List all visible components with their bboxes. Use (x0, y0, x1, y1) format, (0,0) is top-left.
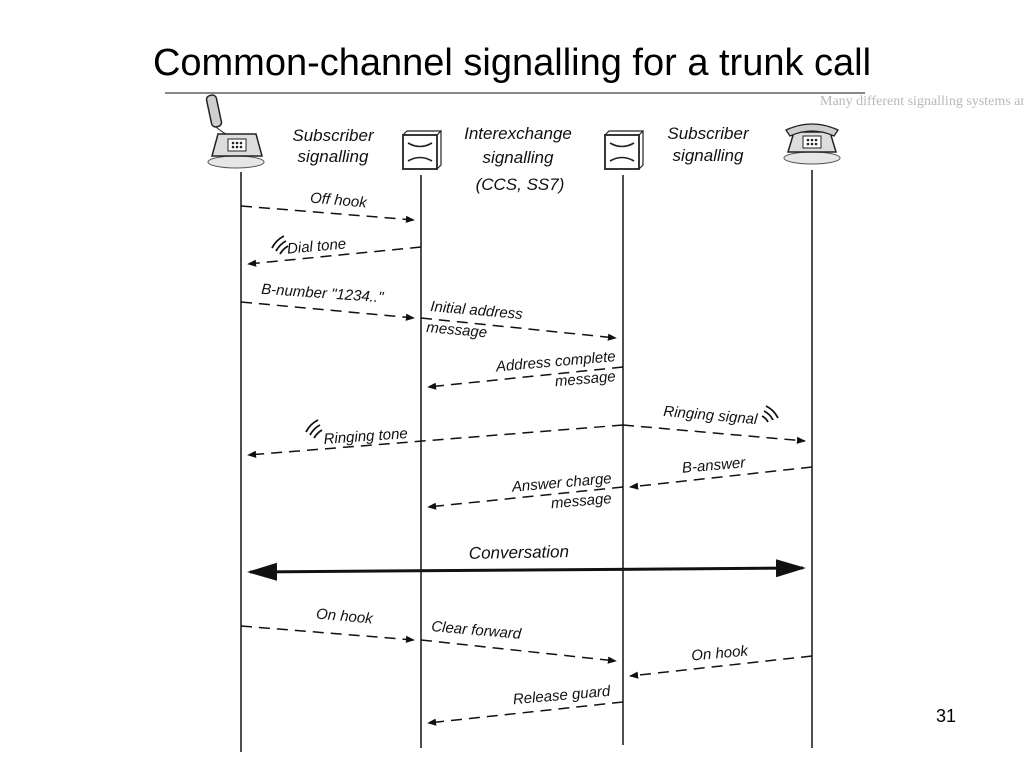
label-b-answer: B-answer (681, 454, 747, 477)
header-interexchange-line3: (CCS, SS7) (476, 175, 565, 194)
arrow-on-hook-a (240, 625, 415, 643)
label-dial-tone: Dial tone (286, 235, 346, 257)
exchange-switch-icon-a (402, 129, 442, 170)
telephone-icon (783, 123, 841, 165)
header-subscriber-a-line2: signalling (298, 147, 369, 166)
label-conversation: Conversation (469, 542, 569, 563)
label-initial-address-1: Initial address (430, 298, 524, 323)
label-on-hook-b: On hook (691, 642, 750, 664)
label-off-hook: Off hook (309, 190, 368, 212)
label-ringing-tone: Ringing tone (323, 425, 408, 448)
label-ringing-signal: Ringing signal (663, 403, 759, 428)
exchange-switch-icon-b (604, 129, 644, 170)
arrow-clear-forward (420, 639, 617, 664)
background-text: Many different signalling systems are us… (820, 94, 1024, 109)
arrow-dial-tone (247, 246, 422, 267)
label-address-complete-2: message (554, 368, 616, 390)
arrow-off-hook (240, 205, 415, 223)
arrow-b-number (240, 301, 415, 321)
arrow-answer-charge (427, 486, 624, 510)
sound-waves-icon-ringing-tone (305, 419, 323, 439)
header-subscriber-b-line1: Subscriber (667, 124, 750, 143)
label-on-hook-a: On hook (315, 606, 374, 628)
label-initial-address-2: message (426, 319, 488, 341)
arrow-ringing-tone (247, 424, 624, 458)
arrow-b-answer (629, 466, 813, 490)
header-subscriber-a-line1: Subscriber (292, 126, 375, 145)
header-subscriber-b-line2: signalling (673, 146, 744, 165)
arrow-address-complete (427, 366, 624, 390)
header-interexchange-line2: signalling (483, 148, 554, 167)
sound-waves-icon-dial-tone (271, 235, 289, 255)
label-b-number: B-number "1234.." (261, 281, 385, 307)
header-interexchange-line1: Interexchange (464, 124, 572, 143)
arrow-conversation (247, 559, 806, 581)
page-number: 31 (936, 706, 957, 726)
arrow-initial-address (420, 317, 617, 341)
arrow-release-guard (427, 701, 624, 726)
arrow-on-hook-b (629, 655, 813, 679)
label-answer-charge-2: message (550, 490, 612, 512)
slide-title: Common-channel signalling for a trunk ca… (152, 42, 872, 84)
sound-waves-icon-ringing-signal (761, 405, 779, 423)
arrow-ringing-signal (622, 424, 806, 444)
telephone-off-hook-icon (205, 94, 265, 169)
label-clear-forward: Clear forward (431, 618, 523, 643)
